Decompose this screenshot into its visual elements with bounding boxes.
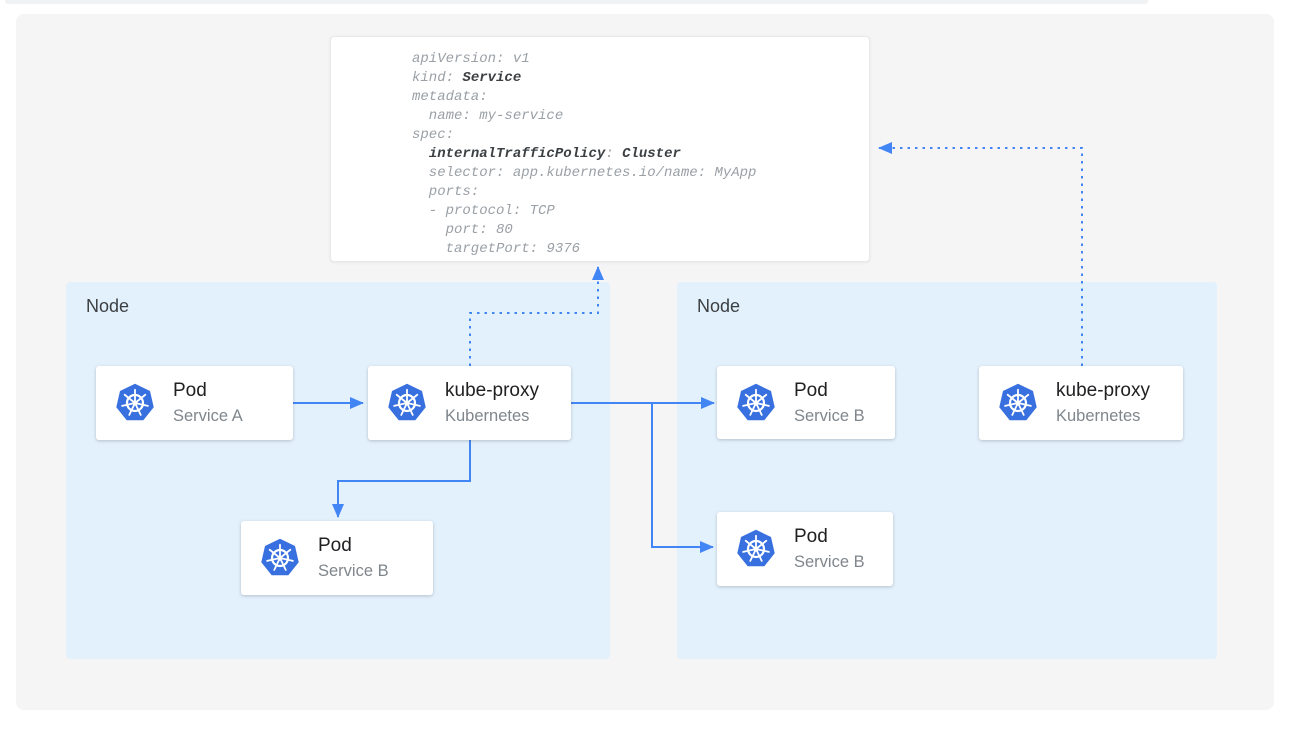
card-text: Pod Service B [318, 534, 389, 582]
card-subtitle: Kubernetes [1056, 407, 1141, 425]
card-text: Pod Service B [794, 379, 865, 427]
card-pod-service-b-left: Pod Service B [241, 521, 433, 595]
card-pod-service-b-right-top: Pod Service B [717, 366, 895, 439]
card-subtitle: Kubernetes [445, 407, 530, 425]
yaml-line: spec: [412, 127, 455, 143]
top-divider [5, 0, 1148, 4]
yaml-line: kind: Service [412, 70, 522, 86]
card-text: kube-proxy Kubernetes [1056, 379, 1150, 427]
node-box-left: Node [66, 282, 610, 659]
kubernetes-icon [736, 382, 776, 421]
card-pod-service-b-right-bottom: Pod Service B [717, 512, 893, 586]
card-title: kube-proxy [1056, 380, 1150, 401]
yaml-line: - protocol: TCP [412, 203, 555, 219]
yaml-line: selector: app.kubernetes.io/name: MyApp [412, 165, 757, 181]
card-title: Pod [794, 526, 828, 547]
card-text: Pod Service A [173, 379, 243, 427]
card-text: Pod Service B [794, 525, 865, 573]
kubernetes-icon [115, 383, 155, 422]
card-subtitle: Service A [173, 407, 243, 425]
card-subtitle: Service B [318, 562, 389, 580]
yaml-line: name: my-service [412, 108, 564, 124]
card-subtitle: Service B [794, 553, 865, 571]
kubernetes-icon [998, 383, 1038, 422]
yaml-line: ports: [412, 184, 480, 200]
card-title: Pod [318, 535, 352, 556]
card-pod-service-a: Pod Service A [96, 366, 293, 440]
service-yaml-card: apiVersion: v1 kind: Service metadata: nam… [330, 36, 870, 262]
yaml-line: internalTrafficPolicy: Cluster [428, 146, 681, 162]
node-label: Node [697, 296, 741, 316]
card-title: kube-proxy [445, 380, 539, 401]
card-title: Pod [173, 380, 207, 401]
card-text: kube-proxy Kubernetes [445, 379, 539, 427]
yaml-line: metadata: [412, 89, 488, 105]
yaml-line: apiVersion: v1 [412, 51, 530, 67]
card-subtitle: Service B [794, 406, 865, 425]
card-title: Pod [794, 379, 828, 401]
yaml-line: targetPort: 9376 [412, 241, 581, 257]
kubernetes-icon [736, 529, 776, 568]
card-kube-proxy-left: kube-proxy Kubernetes [368, 366, 571, 440]
node-label: Node [86, 296, 130, 316]
yaml-line: port: 80 [412, 222, 513, 238]
kubernetes-icon [387, 383, 427, 422]
kubernetes-icon [260, 538, 300, 577]
node-box-right: Node [677, 282, 1217, 659]
card-kube-proxy-right: kube-proxy Kubernetes [979, 366, 1183, 440]
